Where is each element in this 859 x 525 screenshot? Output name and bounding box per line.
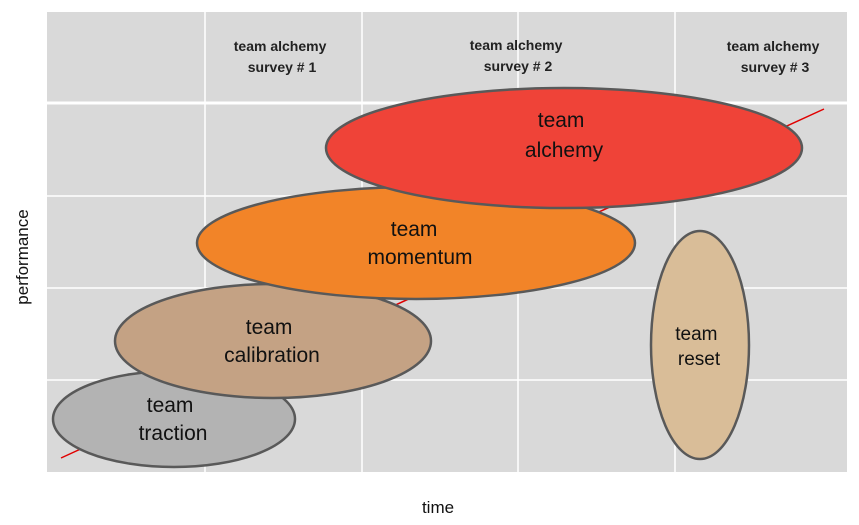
- survey-1-line1: team alchemy: [234, 38, 327, 54]
- y-axis-label: performance: [13, 209, 32, 304]
- alchemy-ellipse: [324, 86, 804, 210]
- traction-label: team traction: [139, 394, 208, 445]
- survey-1-label: team alchemy survey # 1: [234, 38, 331, 75]
- traction-line1: team: [147, 394, 194, 417]
- momentum-line2: momentum: [367, 246, 472, 269]
- survey-3-label: team alchemy survey # 3: [727, 38, 824, 75]
- survey-2-label: team alchemy survey # 2: [470, 37, 567, 74]
- alchemy-label: team alchemy: [525, 109, 604, 162]
- x-axis-label: time: [422, 498, 454, 517]
- momentum-label: team momentum: [367, 218, 472, 269]
- reset-label: team reset: [675, 324, 723, 370]
- calibration-line2: calibration: [224, 344, 320, 367]
- survey-2-line2: survey # 2: [484, 58, 553, 74]
- reset-ellipse: [649, 229, 751, 461]
- survey-3-line2: survey # 3: [741, 59, 810, 75]
- traction-line2: traction: [139, 422, 208, 445]
- survey-3-line1: team alchemy: [727, 38, 820, 54]
- alchemy-line2: alchemy: [525, 139, 604, 162]
- reset-line2: reset: [678, 349, 721, 370]
- calibration-ellipse: [113, 282, 433, 400]
- survey-2-line1: team alchemy: [470, 37, 563, 53]
- calibration-label: team calibration: [224, 316, 320, 367]
- momentum-line1: team: [391, 218, 438, 241]
- reset-line1: team: [675, 324, 717, 345]
- survey-1-line2: survey # 1: [248, 59, 317, 75]
- calibration-line1: team: [246, 316, 293, 339]
- alchemy-line1: team: [538, 109, 585, 132]
